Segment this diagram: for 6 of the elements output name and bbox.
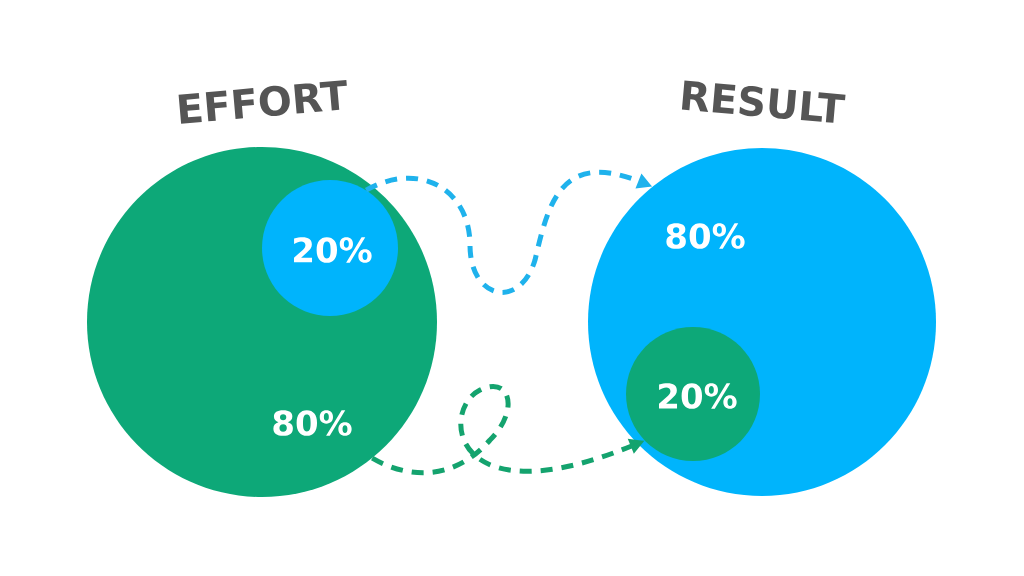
heading: EFFORT: [178, 79, 347, 124]
percentage-label: 20%: [294, 237, 372, 263]
percentage-label: 80%: [666, 223, 745, 249]
heading: RESULT: [681, 80, 846, 123]
percentage-label: 80%: [273, 410, 352, 436]
percentage-label: 20%: [659, 383, 737, 409]
